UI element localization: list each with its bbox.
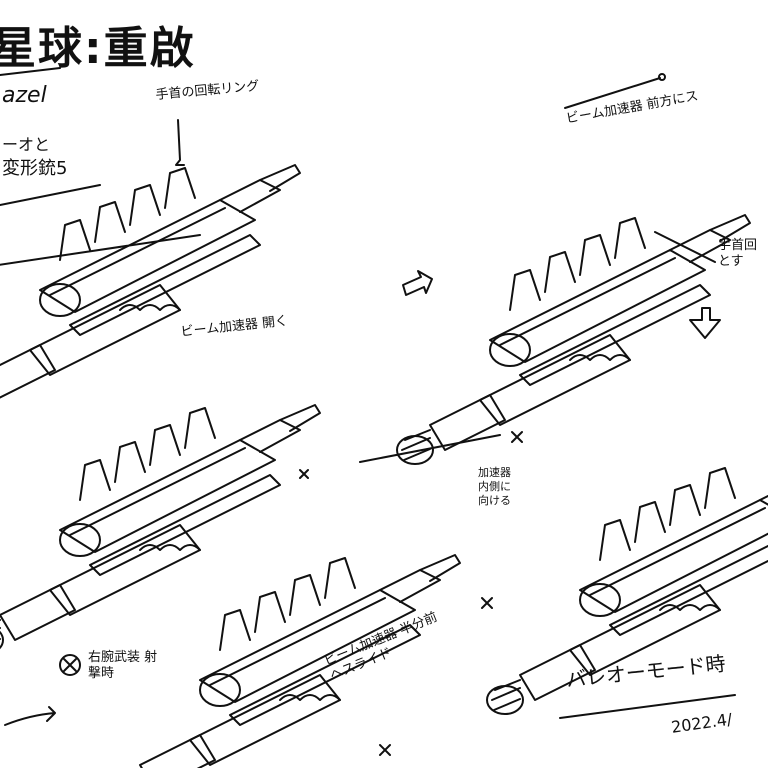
underline-barrier-mode: [559, 694, 736, 719]
arrow-finger-ring: [175, 119, 185, 166]
sketch-top-left: [0, 164, 301, 415]
arrow-finger-right: [654, 231, 716, 263]
left-note-2: 変形銃5: [2, 158, 68, 179]
note-right-arm: 右腕武装 射撃時: [88, 650, 158, 682]
arrow-down-icon: [689, 307, 721, 339]
sketch-mid-left: [0, 404, 321, 655]
page-title: 星球:重啟: [0, 23, 196, 74]
name-label: azel: [2, 83, 47, 108]
weapon-symbol-icon: [59, 654, 81, 676]
note-finger-right: 手首回 とす: [718, 238, 758, 270]
arrow-right-icon: [402, 270, 433, 296]
note-accel-inward: 加速器 内側に 向ける: [478, 466, 511, 507]
x-marks: [299, 431, 523, 756]
left-note-lines: [0, 67, 201, 266]
separator-line: [359, 434, 501, 463]
left-note-1: ーオと: [2, 135, 51, 154]
line-beam-forward: [564, 77, 661, 109]
arrow-bottom-left: [4, 706, 56, 726]
